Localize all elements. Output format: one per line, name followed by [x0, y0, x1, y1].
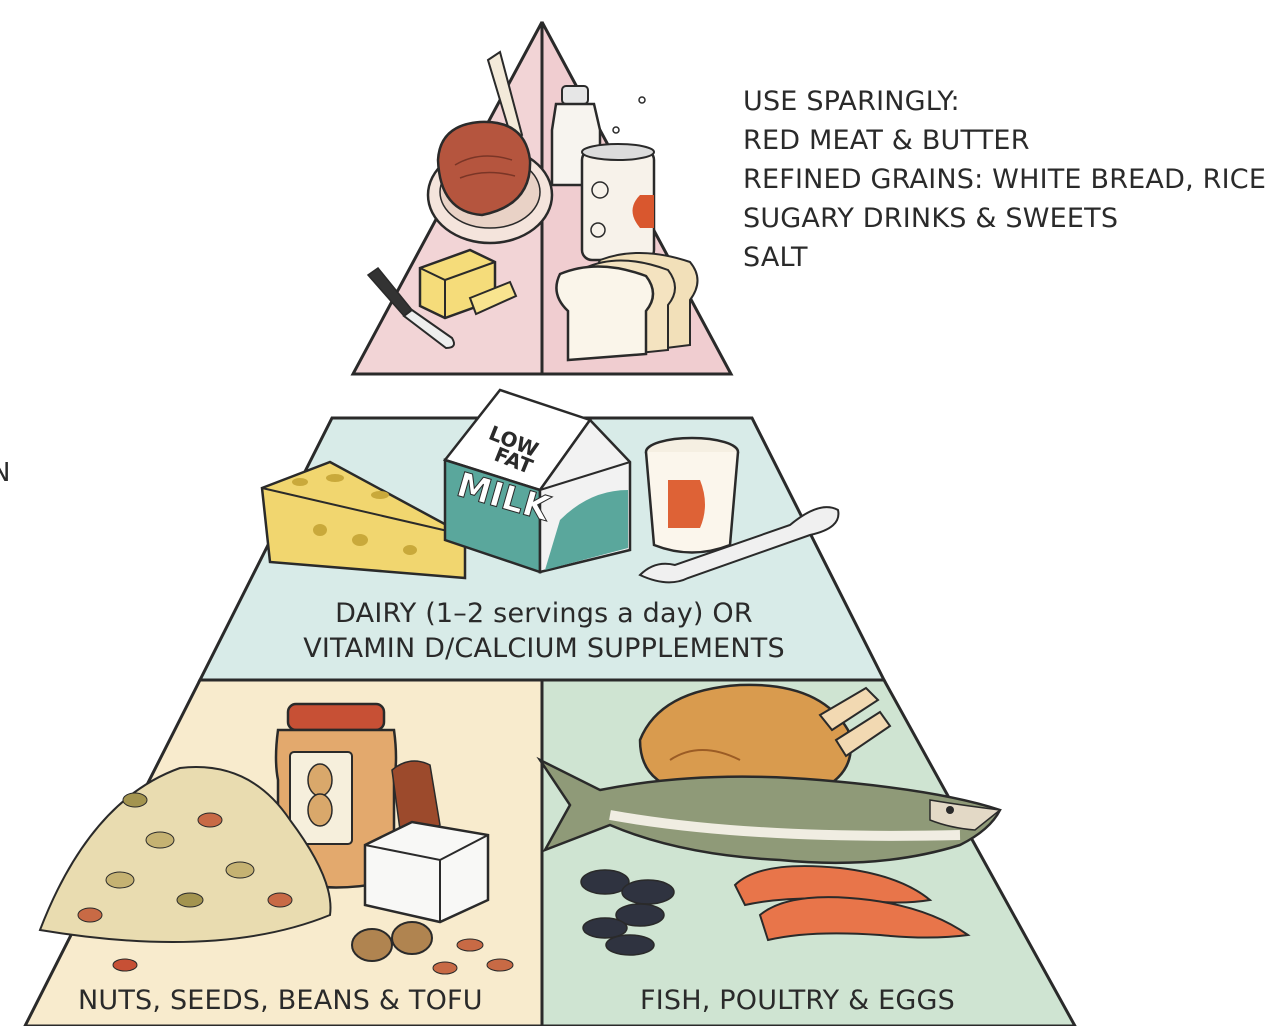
milk-carton-icon: LOW FAT MILK — [442, 388, 632, 574]
cheese-icon — [260, 460, 467, 580]
use-sparingly-item-red-meat: RED MEAT & BUTTER — [743, 125, 1030, 156]
use-sparingly-heading: USE SPARINGLY: — [743, 86, 960, 117]
walnuts-icon — [351, 921, 514, 975]
dairy-tier-label: DAIRY (1–2 servings a day) OR VITAMIN D/… — [270, 596, 818, 666]
knife-icon — [366, 266, 455, 350]
spoon-icon — [638, 506, 840, 584]
fish-icon — [536, 756, 1002, 865]
use-sparingly-item-sugary-drinks: SUGARY DRINKS & SWEETS — [743, 203, 1119, 234]
use-sparingly-item-refined-grains: REFINED GRAINS: WHITE BREAD, RICE — [743, 164, 1267, 195]
use-sparingly-list: USE SPARINGLY: RED MEAT & BUTTER REFINED… — [743, 82, 1266, 277]
dairy-label-line-1: DAIRY (1–2 servings a day) OR — [335, 598, 753, 629]
edge-text-fragment: N — [0, 458, 11, 488]
nuts-seeds-label: NUTS, SEEDS, BEANS & TOFU — [78, 985, 483, 1016]
mussels-icon — [580, 869, 675, 956]
bread-icon — [555, 252, 699, 362]
shrimp-icon — [733, 865, 971, 942]
use-sparingly-item-salt: SALT — [743, 242, 808, 273]
chicken-icon — [638, 683, 892, 792]
nuts-pile-icon — [38, 766, 332, 972]
fish-poultry-label: FISH, POULTRY & EGGS — [640, 985, 956, 1016]
butter-icon — [418, 248, 518, 320]
yogurt-cup-icon — [644, 436, 740, 554]
red-meat-icon — [426, 50, 554, 245]
dairy-label-line-2: VITAMIN D/CALCIUM SUPPLEMENTS — [303, 633, 785, 664]
tofu-icon — [363, 820, 490, 924]
